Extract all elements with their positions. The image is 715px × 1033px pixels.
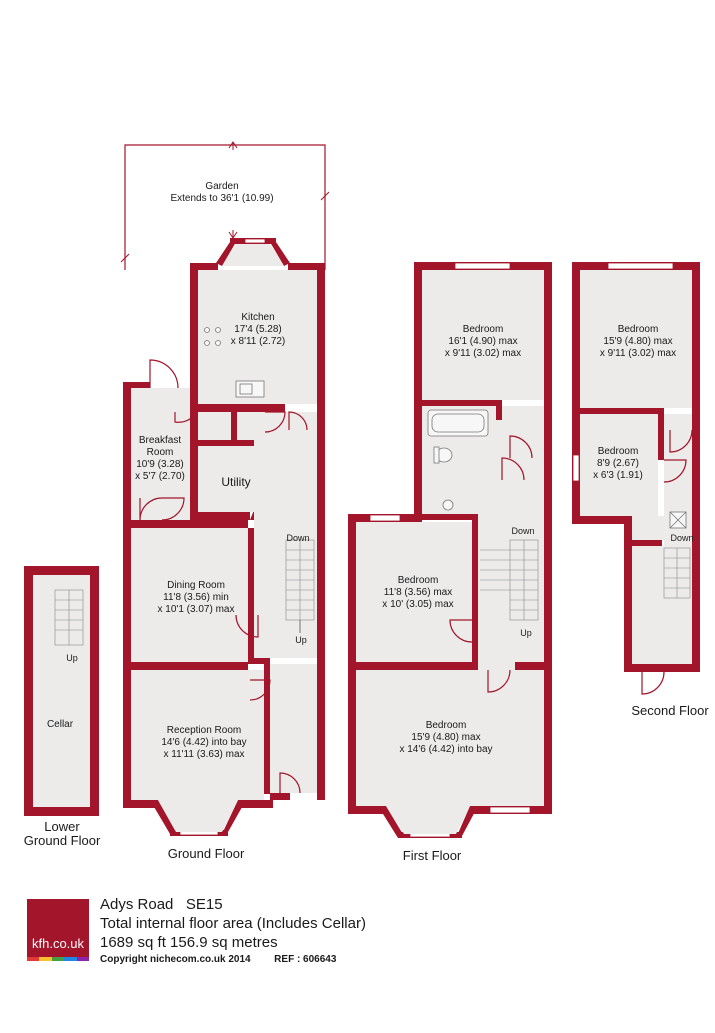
- breakfast-room-name-1: Breakfast: [139, 435, 181, 446]
- copyright-text: Copyright nichecom.co.uk 2014: [100, 954, 251, 965]
- breakfast-room-name-2: Room: [147, 447, 174, 458]
- garden-name: Garden: [205, 181, 238, 192]
- ground-stairs-down-label: Down: [286, 533, 309, 543]
- logo-bar-purple: [76, 957, 90, 961]
- ground-floor-plan: [123, 238, 325, 836]
- first-bed-rear-name: Bedroom: [463, 324, 504, 335]
- logo-text: kfh.co.uk: [31, 936, 85, 951]
- kitchen-name: Kitchen: [241, 312, 274, 323]
- first-bed-front-name: Bedroom: [426, 720, 467, 731]
- property-info: Adys Road SE15 Total internal floor area…: [100, 895, 366, 965]
- second-bed-large-name: Bedroom: [618, 324, 659, 335]
- utility-name: Utility: [221, 475, 250, 489]
- first-bed-mid-name: Bedroom: [398, 575, 439, 586]
- cellar-name: Cellar: [47, 719, 74, 730]
- logo-bar-yellow: [39, 957, 52, 961]
- ground-stairs-up-label: Up: [295, 635, 307, 645]
- logo-bar-green: [51, 957, 65, 961]
- logo-bar-blue: [64, 957, 77, 961]
- second-bed-small-dims-1: 8'9 (2.67): [597, 458, 639, 469]
- first-bed-front-dims-1: 15'9 (4.80) max: [411, 732, 480, 743]
- logo-color-bar: [27, 957, 90, 961]
- second-bed-small-dims-2: x 6'3 (1.91): [593, 470, 643, 481]
- reception-room-name: Reception Room: [167, 725, 241, 736]
- first-floor-plan: [348, 262, 552, 838]
- kitchen-dims-2: x 8'11 (2.72): [231, 336, 286, 347]
- area-title: Total internal floor area (Includes Cell…: [100, 915, 366, 932]
- garden-dims: Extends to 36'1 (10.99): [170, 193, 273, 204]
- kfh-logo: kfh.co.uk: [27, 899, 90, 961]
- lower-ground-label-1: Lower: [44, 819, 80, 834]
- first-bed-rear-dims-1: 16'1 (4.90) max: [448, 336, 517, 347]
- first-bed-mid-dims-2: x 10' (3.05) max: [382, 599, 453, 610]
- second-stairs-down-label: Down: [670, 533, 693, 543]
- second-bed-small-name: Bedroom: [598, 446, 639, 457]
- reception-room-dims-2: x 11'11 (3.63) max: [163, 749, 244, 760]
- first-stairs-down-label: Down: [511, 526, 534, 536]
- cellar-stairs-up-label: Up: [66, 653, 78, 663]
- reference-number: REF : 606643: [274, 954, 337, 965]
- dining-room-dims-1: 11'8 (3.56) min: [163, 592, 229, 603]
- dining-room-dims-2: x 10'1 (3.07) max: [158, 604, 235, 615]
- kitchen-dims-1: 17'4 (5.28): [234, 324, 282, 335]
- first-bed-mid-dims-1: 11'8 (3.56) max: [384, 587, 452, 598]
- first-stairs-up-label: Up: [520, 628, 532, 638]
- first-bed-rear-dims-2: x 9'11 (3.02) max: [445, 348, 521, 359]
- second-bed-large-dims-2: x 9'11 (3.02) max: [600, 348, 676, 359]
- lower-ground-plan: [24, 566, 99, 816]
- lower-ground-label-2: Ground Floor: [24, 833, 101, 848]
- second-bed-large-dims-1: 15'9 (4.80) max: [603, 336, 672, 347]
- first-bed-front-dims-2: x 14'6 (4.42) into bay: [399, 744, 492, 755]
- second-floor-label: Second Floor: [631, 703, 709, 718]
- copyright-line: Copyright nichecom.co.uk 2014 REF : 6066…: [100, 954, 366, 965]
- second-floor-plan: [572, 262, 700, 695]
- area-value: 1689 sq ft 156.9 sq metres: [100, 934, 278, 951]
- breakfast-room-dims-2: x 5'7 (2.70): [135, 471, 185, 482]
- reception-room-dims-1: 14'6 (4.42) into bay: [161, 737, 246, 748]
- first-floor-label: First Floor: [403, 848, 462, 863]
- breakfast-room-dims-1: 10'9 (3.28): [136, 459, 184, 470]
- dining-room-name: Dining Room: [167, 580, 225, 591]
- property-address: Adys Road SE15: [100, 896, 223, 913]
- ground-floor-label: Ground Floor: [168, 846, 245, 861]
- logo-bar-red: [27, 957, 40, 961]
